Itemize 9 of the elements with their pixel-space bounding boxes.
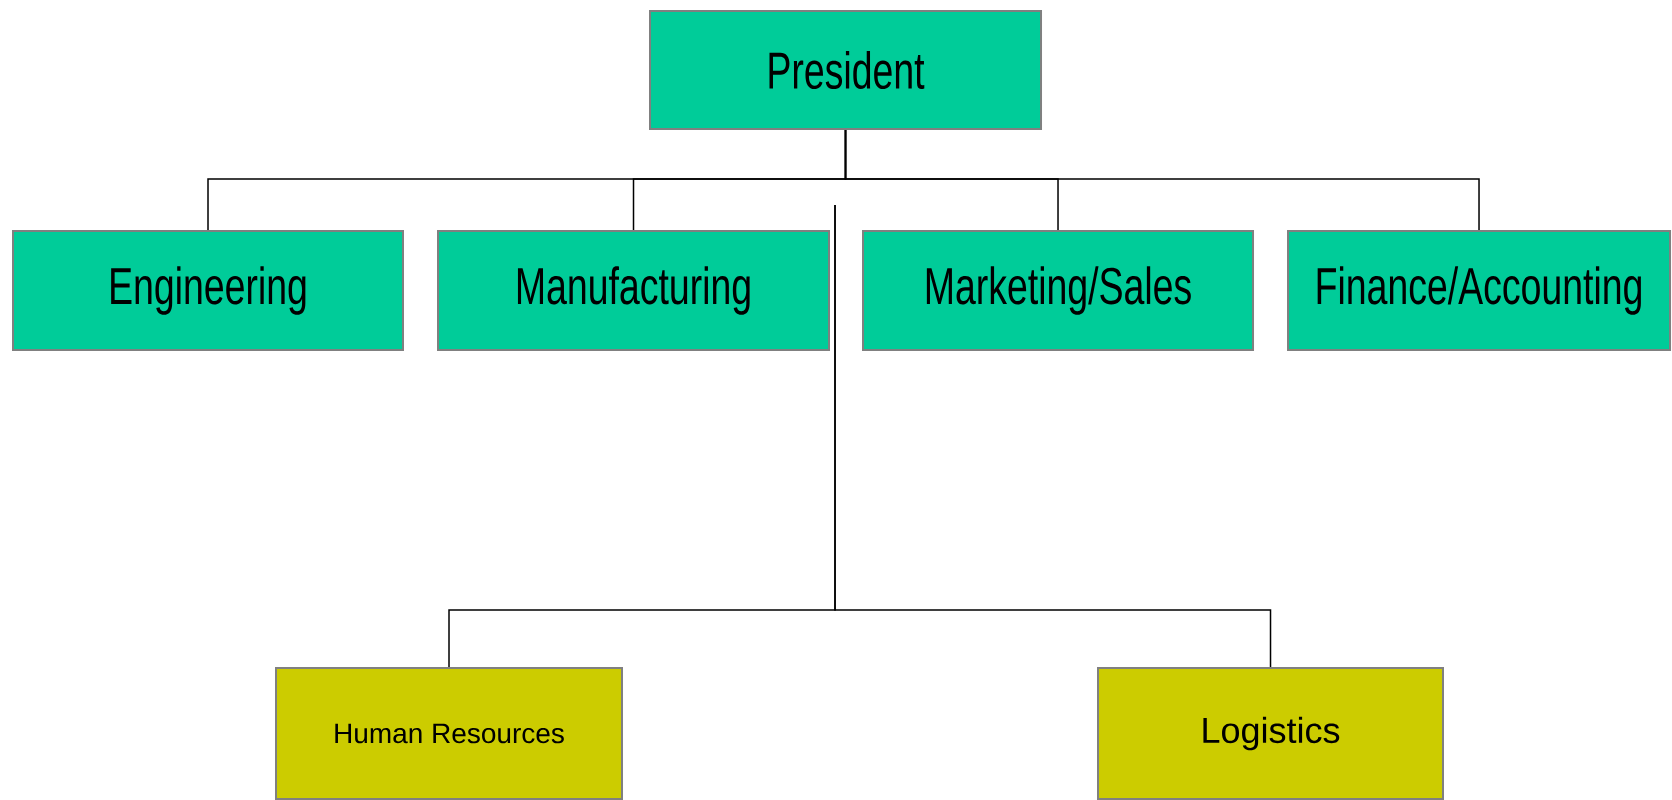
- department-box: Manufacturing: [437, 230, 830, 351]
- department-box: Engineering: [12, 230, 404, 351]
- department-box: Marketing/Sales: [862, 230, 1254, 351]
- department-box: Logistics: [1097, 667, 1444, 800]
- connector-line: [834, 204, 1272, 668]
- department-box: Human Resources: [275, 667, 623, 800]
- connector-line: [844, 129, 1480, 231]
- department-box: Finance/Accounting: [1287, 230, 1671, 351]
- president-box: President: [649, 10, 1042, 130]
